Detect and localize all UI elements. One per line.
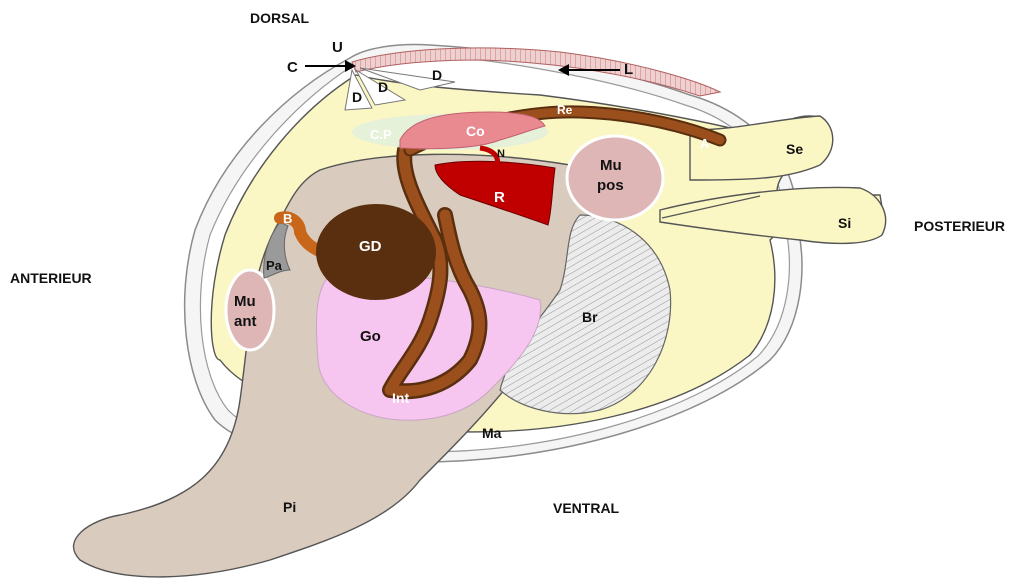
label-si: Si: [838, 215, 851, 231]
label-pa: Pa: [266, 258, 283, 273]
label-gd: GD: [359, 238, 382, 255]
label-a: A: [700, 136, 710, 151]
label-n: N: [497, 148, 505, 160]
label-br: Br: [582, 309, 598, 325]
label-mu-pos-1: Mu: [600, 157, 622, 174]
label-d-1: D: [352, 89, 362, 105]
label-mu-ant-1: Mu: [234, 293, 256, 310]
label-mu-ant-2: ant: [234, 313, 257, 330]
label-se: Se: [786, 141, 803, 157]
label-d-2: D: [378, 79, 388, 95]
label-ma: Ma: [482, 425, 502, 441]
label-c: C: [287, 59, 298, 76]
anterior-adductor: [226, 270, 274, 350]
label-b: B: [283, 211, 292, 226]
label-pi: Pi: [283, 499, 296, 515]
label-re: Re: [557, 103, 573, 117]
label-co: Co: [466, 123, 485, 139]
label-d-3: D: [432, 67, 442, 83]
label-int: Int: [392, 390, 409, 406]
label-r: R: [494, 189, 505, 206]
label-l: L: [624, 61, 633, 78]
label-u: U: [332, 39, 343, 56]
label-cp: C.P: [370, 127, 392, 142]
label-mu-pos-2: pos: [597, 177, 624, 194]
label-go: Go: [360, 328, 381, 345]
